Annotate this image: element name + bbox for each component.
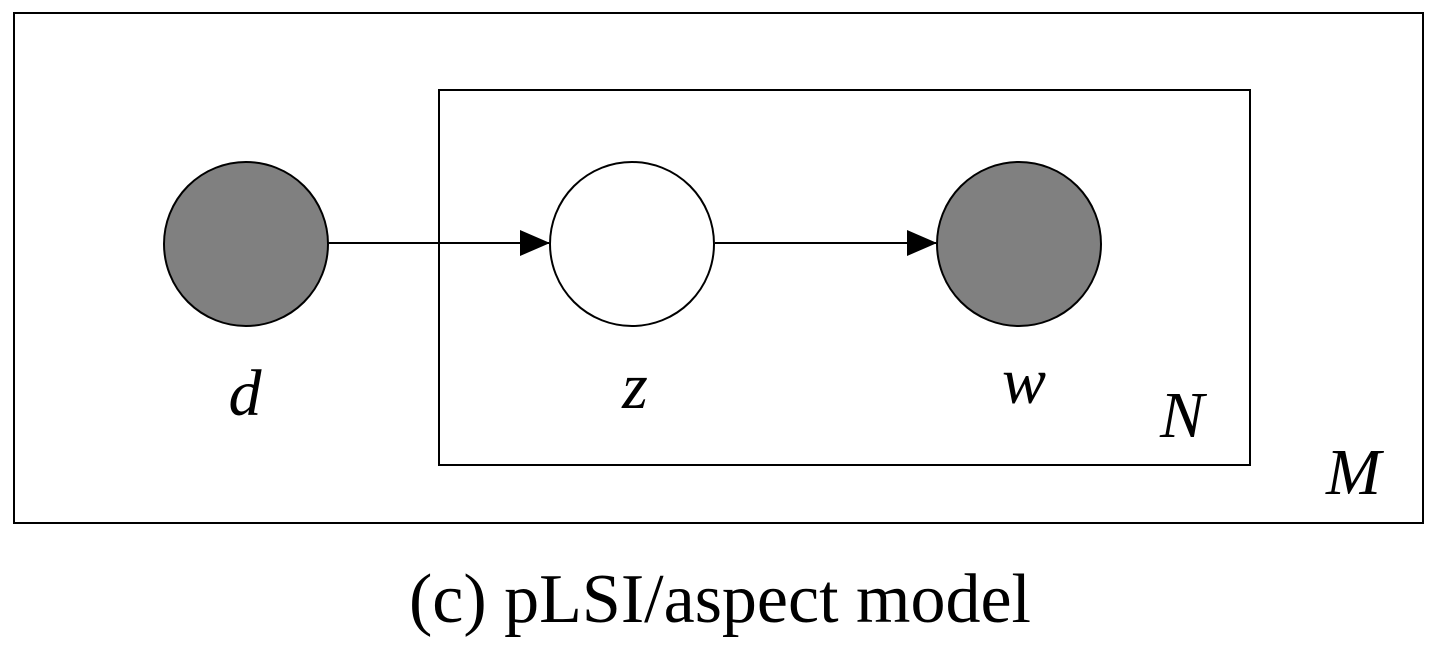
node-label-z: z: [621, 350, 648, 423]
inner-plate: [438, 89, 1251, 466]
outer-plate-label: M: [1325, 436, 1385, 509]
inner-plate-label: N: [1159, 379, 1208, 452]
node-label-w: w: [1002, 345, 1046, 418]
node-z: [549, 161, 715, 327]
node-label-d: d: [229, 357, 263, 430]
outer-plate: [13, 12, 1424, 524]
figure-caption: (c) pLSI/aspect model: [408, 561, 1031, 638]
node-w: [936, 161, 1102, 327]
node-d: [163, 161, 329, 327]
